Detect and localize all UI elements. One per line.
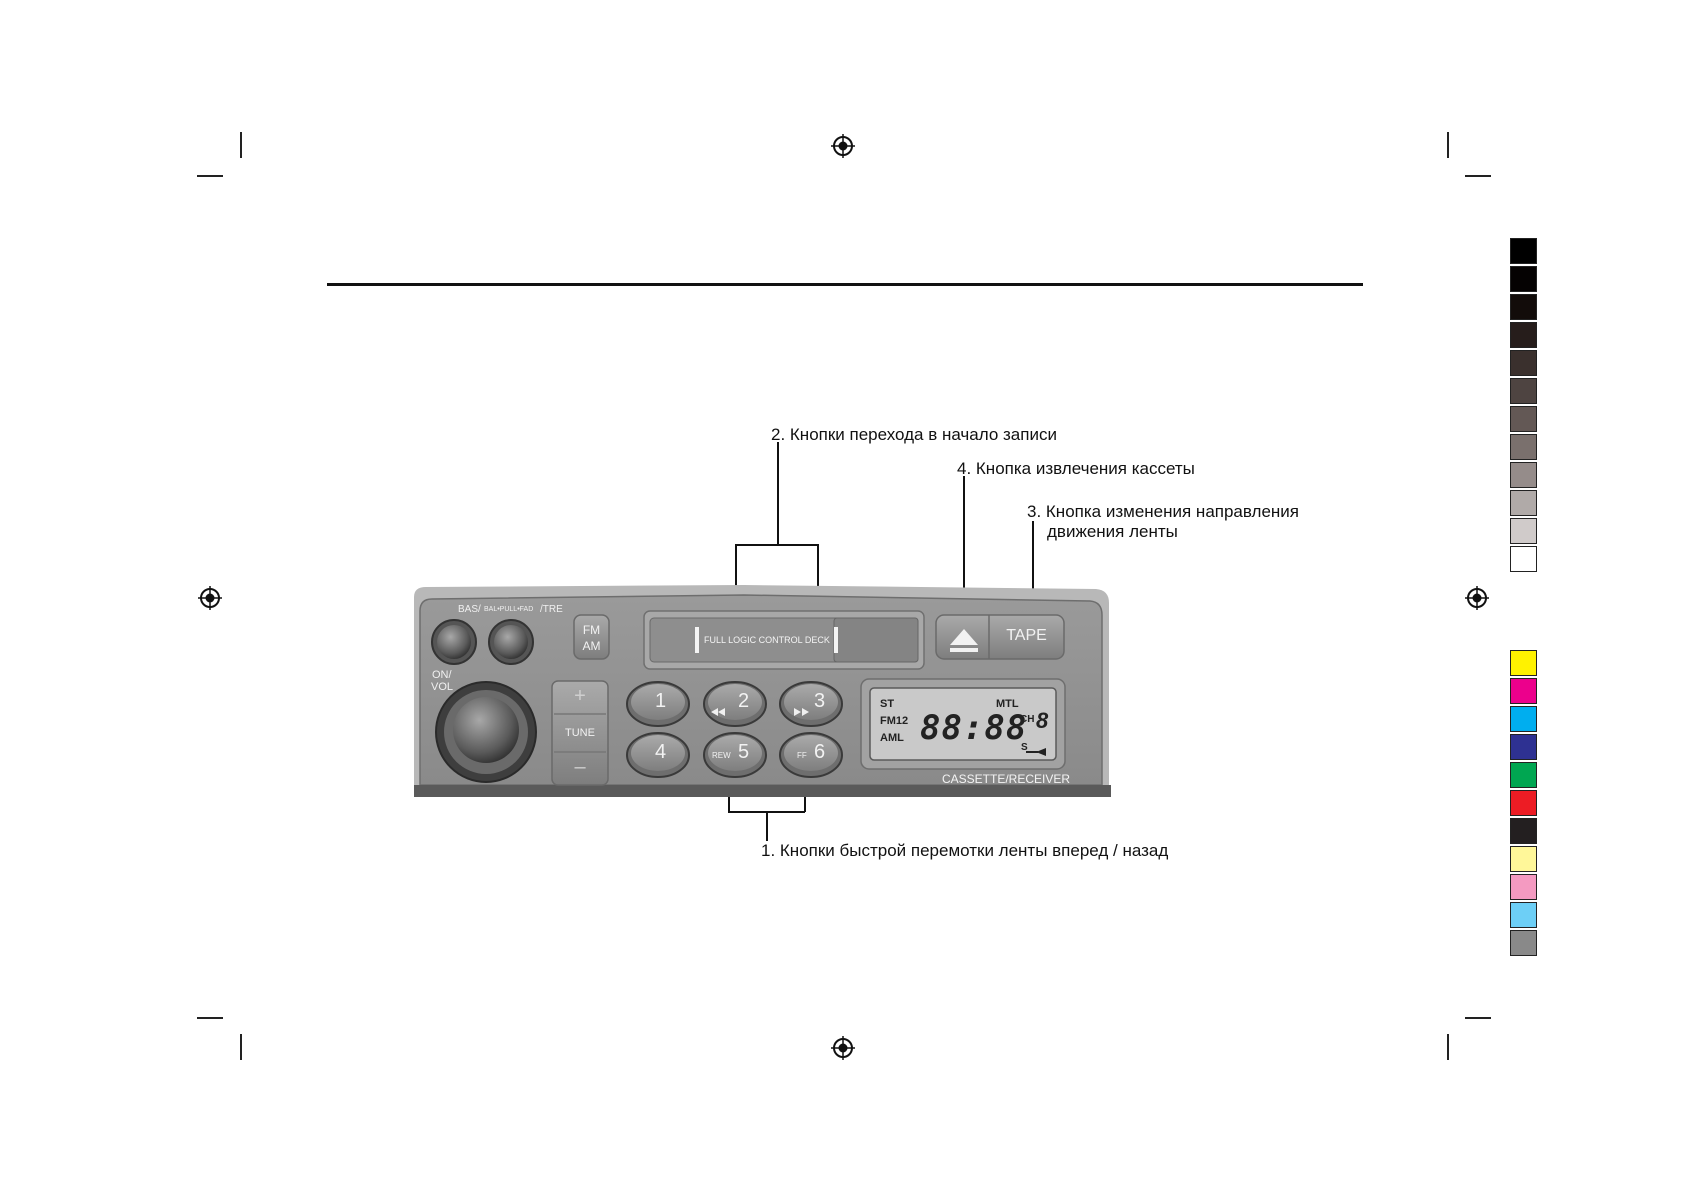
callout-fast-wind: 1. Кнопки быстрой перемотки ленты вперед…: [761, 841, 1169, 860]
process-swatch: [1510, 818, 1537, 844]
eject-button[interactable]: [936, 615, 989, 659]
lcd-ch-digit: 8: [1036, 708, 1049, 733]
fm-am-button[interactable]: FM AM: [574, 615, 609, 659]
preset-2-track-start-button[interactable]: 2: [704, 682, 766, 726]
ff-label: FF: [797, 751, 807, 760]
leader-line: [766, 811, 768, 841]
tape-label: TAPE: [1006, 627, 1047, 644]
tape-button[interactable]: TAPE: [989, 615, 1064, 659]
rew-label: REW: [712, 751, 731, 760]
lcd-aml: AML: [880, 732, 904, 744]
crop-mark: [1447, 132, 1449, 158]
gray-swatch: [1510, 406, 1537, 432]
tune-label: TUNE: [565, 727, 595, 739]
gray-swatch: [1510, 378, 1537, 404]
gray-swatch: [1510, 462, 1537, 488]
crop-mark: [1465, 1017, 1491, 1019]
preset-3-label: 3: [814, 690, 826, 712]
lcd-s: S: [1021, 742, 1028, 753]
preset-5-rewind-button[interactable]: REW 5: [704, 733, 766, 777]
crop-mark: [240, 132, 242, 158]
callout-direction-line2: движения ленты: [1047, 522, 1178, 541]
gray-swatch: [1510, 294, 1537, 320]
preset-3-track-start-button[interactable]: 3: [780, 682, 842, 726]
bass-knob[interactable]: [432, 620, 476, 664]
crop-mark: [1465, 175, 1491, 177]
registration-mark-icon: [831, 1036, 855, 1060]
preset-4-label: 4: [655, 741, 667, 763]
gray-swatch: [1510, 546, 1537, 572]
preset-6-fast-forward-button[interactable]: FF 6: [780, 733, 842, 777]
leader-line: [728, 790, 730, 812]
tune-up-button[interactable]: +: [552, 681, 608, 714]
crop-mark: [197, 1017, 223, 1019]
gray-swatch: [1510, 322, 1537, 348]
callout-direction-line1: 3. Кнопка изменения направления: [1027, 502, 1299, 521]
crop-mark: [197, 175, 223, 177]
am-label: AM: [582, 639, 601, 653]
lcd-fm12: FM12: [880, 715, 909, 727]
gray-swatch: [1510, 350, 1537, 376]
process-swatch: [1510, 678, 1537, 704]
volume-knob[interactable]: [436, 682, 536, 782]
cassette-receiver-panel: BAS/ BAL•PULL•FAD /TRE FM AM FULL LOGIC …: [414, 585, 1111, 797]
process-swatch: [1510, 902, 1537, 928]
process-swatch: [1510, 846, 1537, 872]
process-swatch: [1510, 706, 1537, 732]
tre-label: /TRE: [540, 604, 563, 615]
gray-swatch: [1510, 490, 1537, 516]
model-label: CASSETTE/RECEIVER: [942, 772, 1071, 786]
bal-fad-label: BAL•PULL•FAD: [484, 606, 534, 613]
vol-label: VOL: [431, 681, 454, 693]
bas-label: BAS/: [458, 604, 481, 615]
crop-mark: [1447, 1034, 1449, 1060]
preset-6-label: 6: [814, 741, 826, 763]
gray-swatch: [1510, 434, 1537, 460]
treble-knob[interactable]: [489, 620, 533, 664]
leader-line: [777, 442, 779, 545]
process-swatch: [1510, 930, 1537, 956]
leader-line: [963, 476, 965, 648]
lcd-digits: 88:88: [920, 708, 1028, 748]
gray-swatch: [1510, 266, 1537, 292]
preset-4-button[interactable]: 4: [627, 733, 689, 777]
gray-swatch: [1510, 518, 1537, 544]
registration-mark-icon: [831, 134, 855, 158]
preset-2-label: 2: [738, 690, 750, 712]
process-swatch: [1510, 734, 1537, 760]
radio-body: [414, 585, 1111, 797]
leader-line: [804, 790, 806, 812]
leader-line: [1032, 521, 1034, 624]
process-swatch: [1510, 874, 1537, 900]
lcd-st: ST: [880, 698, 895, 710]
callout-track-start: 2. Кнопки перехода в начало записи: [771, 425, 1057, 444]
registration-mark-icon: [1465, 586, 1489, 610]
lcd-display: ST MTL FM12 AML 88:88 CH 8 S: [870, 688, 1056, 760]
gray-swatch: [1510, 238, 1537, 264]
process-swatch: [1510, 762, 1537, 788]
callout-eject: 4. Кнопка извлечения кассеты: [957, 459, 1195, 478]
process-swatch: [1510, 790, 1537, 816]
lcd-mtl: MTL: [996, 698, 1019, 710]
registration-mark-icon: [198, 586, 222, 610]
lcd-ch: CH: [1020, 714, 1035, 725]
tune-plus-label: +: [574, 685, 586, 707]
leader-line: [735, 544, 818, 546]
process-swatch: [1510, 650, 1537, 676]
fm-label: FM: [582, 623, 601, 637]
tune-down-button[interactable]: –: [552, 752, 608, 785]
tune-minus-label: –: [574, 756, 586, 778]
on-label: ON/: [432, 669, 452, 681]
deck-label: FULL LOGIC CONTROL DECK: [704, 635, 830, 645]
preset-5-label: 5: [738, 741, 750, 763]
preset-1-label: 1: [655, 690, 667, 712]
header-rule: [327, 283, 1363, 286]
preset-1-button[interactable]: 1: [627, 682, 689, 726]
crop-mark: [240, 1034, 242, 1060]
